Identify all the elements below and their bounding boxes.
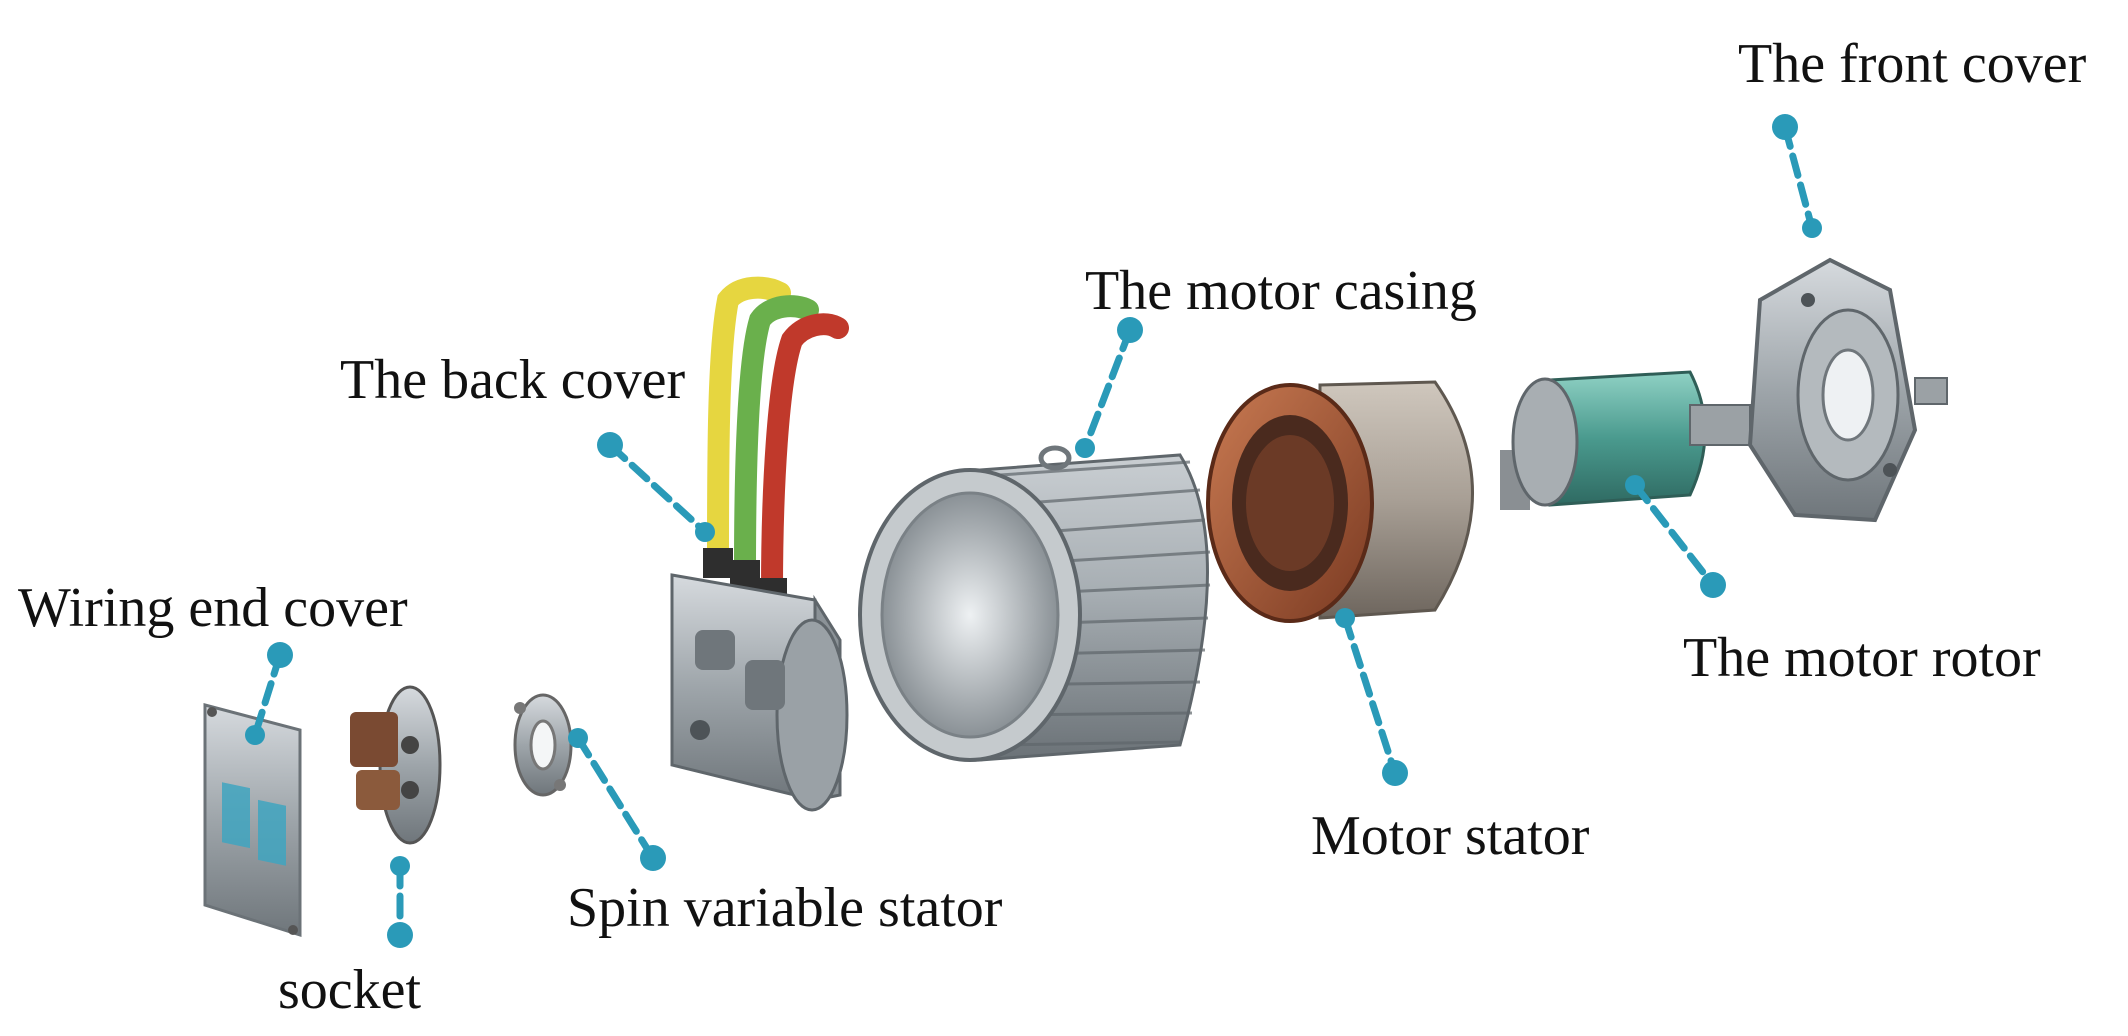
socket-part <box>350 687 440 843</box>
label-motor-rotor: The motor rotor <box>1683 630 2041 686</box>
leader-dot-back-cover-anchor <box>695 522 715 542</box>
leader-motor-casing <box>1085 330 1130 448</box>
leader-dot-motor-rotor-anchor <box>1625 475 1645 495</box>
spin-variable-stator-part <box>514 695 571 795</box>
leader-motor-stator <box>1345 618 1395 773</box>
leader-dot-spin-variable-stator-end <box>640 845 666 871</box>
leader-dot-spin-variable-stator-anchor <box>568 728 588 748</box>
leader-dot-motor-stator-end <box>1382 760 1408 786</box>
label-socket: socket <box>278 962 421 1018</box>
leader-dot-front-cover-end <box>1772 114 1798 140</box>
label-wiring-end-cover: Wiring end cover <box>18 580 408 636</box>
leader-dot-socket-anchor <box>390 856 410 876</box>
leader-dot-motor-casing-anchor <box>1075 438 1095 458</box>
leader-front-cover <box>1785 127 1812 228</box>
leader-dot-motor-stator-anchor <box>1335 608 1355 628</box>
leader-dot-front-cover-anchor <box>1802 218 1822 238</box>
leader-spin-variable-stator <box>578 738 653 858</box>
label-motor-casing: The motor casing <box>1085 263 1477 319</box>
leader-motor-rotor <box>1635 485 1713 585</box>
leader-dot-socket-end <box>387 922 413 948</box>
label-front-cover: The front cover <box>1738 36 2086 92</box>
label-motor-stator: Motor stator <box>1311 808 1589 864</box>
label-spin-variable-stator: Spin variable stator <box>567 880 1002 936</box>
label-back-cover: The back cover <box>340 352 685 408</box>
leader-dot-motor-rotor-end <box>1700 572 1726 598</box>
motor-stator-part <box>1208 382 1473 621</box>
back-cover-part <box>672 288 847 810</box>
motor-rotor-part <box>1500 372 1750 510</box>
leader-dot-back-cover-end <box>597 432 623 458</box>
motor-casing-part <box>860 448 1210 760</box>
leader-dot-wiring-end-cover-anchor <box>245 725 265 745</box>
leader-back-cover <box>610 445 705 532</box>
front-cover-part <box>1750 260 1947 520</box>
leader-dot-wiring-end-cover-end <box>267 642 293 668</box>
